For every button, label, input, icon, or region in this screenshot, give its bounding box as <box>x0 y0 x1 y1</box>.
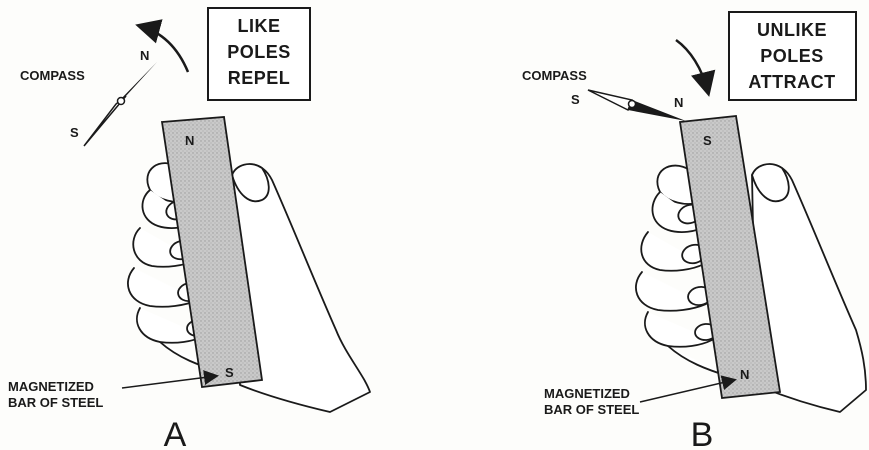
box-line-1: UNLIKE <box>757 20 827 40</box>
bar-bottom-pole-label: N <box>740 367 749 382</box>
like-poles-repel-box: LIKE POLES REPEL <box>208 8 310 100</box>
bar-label-line-2: BAR OF STEEL <box>8 395 103 410</box>
bar-top-pole-label: S <box>703 133 712 148</box>
box-line-3: REPEL <box>228 68 291 88</box>
compass-needle-icon <box>588 90 686 121</box>
compass-n-label: N <box>140 48 149 63</box>
compass-s-label: S <box>571 92 580 107</box>
bar-label-line-2: BAR OF STEEL <box>544 402 639 417</box>
box-line-3: ATTRACT <box>748 72 835 92</box>
bar-label-line-1: MAGNETIZED <box>544 386 630 401</box>
box-line-2: POLES <box>227 42 291 62</box>
box-line-2: POLES <box>760 46 824 66</box>
rotation-arrow-icon <box>676 40 708 92</box>
panel-b: UNLIKE POLES ATTRACT COMPASS S N <box>522 12 866 450</box>
bar-pointer-arrow-icon <box>640 380 734 402</box>
compass-label: COMPASS <box>522 68 587 83</box>
compass-n-label: N <box>674 95 683 110</box>
panel-letter-b: B <box>691 416 714 450</box>
panel-letter-a: A <box>164 416 187 450</box>
unlike-poles-attract-box: UNLIKE POLES ATTRACT <box>729 12 856 100</box>
bar-bottom-pole-label: S <box>225 365 234 380</box>
compass-needle-icon <box>84 62 157 146</box>
bar-top-pole-label: N <box>185 133 194 148</box>
compass-s-label: S <box>70 125 79 140</box>
compass-label: COMPASS <box>20 68 85 83</box>
bar-label-line-1: MAGNETIZED <box>8 379 94 394</box>
panel-a: LIKE POLES REPEL COMPASS N S <box>8 8 370 450</box>
box-line-1: LIKE <box>237 16 280 36</box>
